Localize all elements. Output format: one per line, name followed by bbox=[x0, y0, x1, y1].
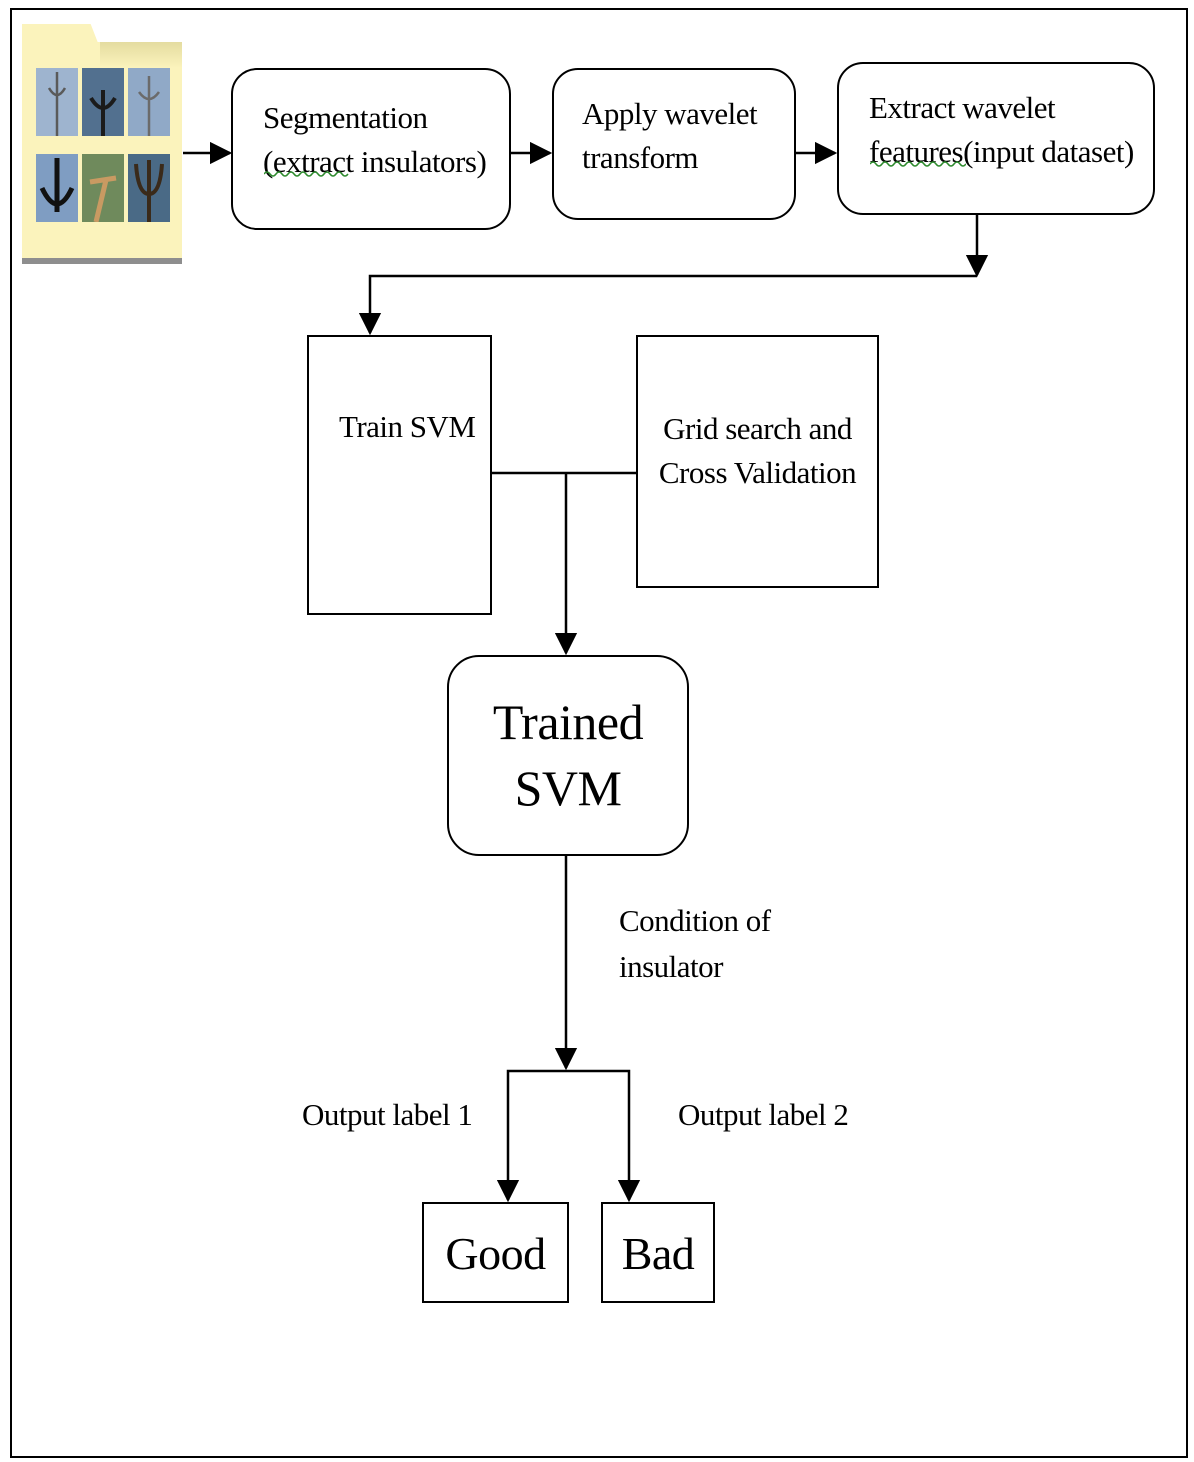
extract-features-box: Extract wavelet features(input dataset) bbox=[837, 62, 1155, 215]
insulator-photo-2 bbox=[82, 68, 124, 136]
insulator-photo-4 bbox=[36, 154, 78, 222]
train-svm-box: Train SVM bbox=[307, 335, 492, 615]
output-label-2: Output label 2 bbox=[678, 1097, 849, 1132]
grid-search-box: Grid search and Cross Validation bbox=[636, 335, 879, 588]
arrow-split-to-good bbox=[496, 1069, 566, 1203]
wavelet-transform-box: Apply wavelet transform bbox=[552, 68, 796, 220]
good-label: Good bbox=[445, 1228, 546, 1279]
insulator-photo-3 bbox=[128, 68, 170, 136]
diagram-frame bbox=[10, 8, 1188, 1458]
insulator-photo-1 bbox=[36, 68, 78, 136]
spellcheck-underline bbox=[264, 171, 349, 177]
arrow-split-to-bad bbox=[566, 1069, 641, 1203]
segmentation-box: Segmentation (extract insulators) bbox=[231, 68, 511, 230]
spellcheck-underline bbox=[870, 161, 966, 167]
segmentation-label: Segmentation (extract insulators) bbox=[263, 100, 487, 179]
insulator-images-folder-icon bbox=[22, 24, 182, 264]
wavelet-transform-label: Apply wavelet transform bbox=[582, 96, 758, 175]
insulator-photo-5 bbox=[82, 154, 124, 222]
grid-search-label: Grid search and Cross Validation bbox=[658, 411, 857, 490]
trained-svm-box: Trained SVM bbox=[447, 655, 689, 856]
bad-box: Bad bbox=[601, 1202, 715, 1303]
output-label-1: Output label 1 bbox=[302, 1097, 473, 1132]
train-svm-label: Train SVM bbox=[339, 409, 476, 444]
bad-label: Bad bbox=[621, 1228, 695, 1279]
insulator-photo-6 bbox=[128, 154, 170, 222]
arrow-features-to-train-svm bbox=[358, 274, 977, 336]
condition-label: Condition of insulator bbox=[619, 903, 771, 984]
good-box: Good bbox=[422, 1202, 569, 1303]
folder-fold bbox=[100, 42, 182, 68]
trained-svm-label: Trained SVM bbox=[492, 694, 644, 816]
extract-features-label: Extract wavelet features(input dataset) bbox=[869, 90, 1134, 169]
